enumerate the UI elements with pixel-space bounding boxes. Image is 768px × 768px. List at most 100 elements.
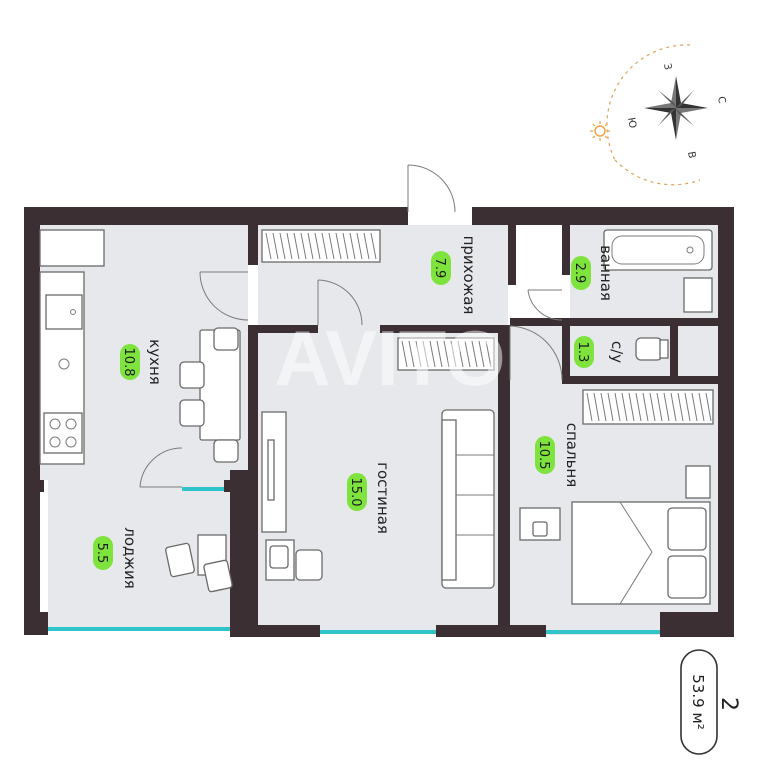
- room-name: гостиная: [374, 462, 392, 534]
- wall-wc-right: [670, 326, 678, 376]
- armchair: [295, 549, 323, 581]
- wall-left: [24, 207, 40, 635]
- bedroom-furniture: [519, 465, 711, 605]
- room-area: 7.9: [432, 258, 447, 279]
- loggia-window: [48, 627, 230, 631]
- room-name: ванная: [597, 245, 615, 301]
- wall-kitchen-living: [248, 325, 258, 475]
- compass-east: В: [685, 151, 697, 160]
- sofa-back: [441, 419, 457, 581]
- bedroom-label: спальня: [563, 423, 581, 488]
- bedroom-door: [509, 325, 563, 381]
- bath-fixtures: [603, 229, 713, 361]
- chair: [179, 361, 205, 389]
- kitchen-furniture: [39, 229, 241, 465]
- kitchen-area-badge: 10.8: [120, 344, 140, 380]
- compass-west: З: [661, 63, 673, 71]
- nightstand: [685, 465, 711, 499]
- room-name: кухня: [146, 339, 164, 385]
- compass: З С Ю В: [590, 44, 727, 186]
- armchair: [165, 542, 195, 578]
- wall-bottom-2: [436, 625, 546, 637]
- wall-bath-left: [562, 225, 570, 275]
- hallway-label: прихожая: [460, 236, 478, 315]
- living-door: [317, 279, 363, 326]
- living-wardrobe-hatch: [401, 340, 492, 368]
- fridge: [39, 229, 105, 267]
- wall-wc-bottom: [562, 376, 718, 384]
- loggia-label: лоджия: [121, 527, 139, 588]
- bedroom-wardrobe-hatch: [586, 392, 712, 422]
- hallway-area-badge: 7.9: [431, 251, 451, 285]
- washbasin: [683, 277, 713, 313]
- room-area: 2.9: [572, 263, 587, 284]
- loggia-door-glass: [182, 487, 224, 491]
- sun-path-lower: [614, 159, 701, 186]
- pillow: [667, 555, 707, 599]
- room-area: 10.8: [121, 348, 136, 377]
- burner-icon: [49, 418, 61, 430]
- chair: [213, 327, 239, 351]
- wc-area-badge: 1.3: [574, 336, 594, 368]
- room-name: лоджия: [121, 527, 139, 588]
- chair: [179, 399, 205, 427]
- wardrobes: [261, 229, 714, 425]
- bathroom-label: ванная: [597, 245, 615, 301]
- living-furniture: [261, 409, 495, 589]
- wall-loggia-top-right: [224, 480, 238, 492]
- kitchen-label: кухня: [146, 339, 164, 385]
- tap-icon: [58, 358, 70, 370]
- wall-loggia-top: [24, 480, 44, 492]
- chair: [532, 521, 548, 537]
- armchair: [203, 559, 233, 593]
- wall-kitchen-hall-upper: [248, 225, 258, 265]
- room-area: 1.3: [575, 342, 590, 363]
- bedroom-area-badge: 10.5: [535, 436, 555, 474]
- sink-drain-icon: [70, 309, 76, 315]
- wall-kitchen-loggia-pillar: [230, 470, 258, 635]
- bathtub-inner: [611, 235, 705, 265]
- stove: [43, 412, 83, 454]
- wall-hall-right: [508, 225, 516, 285]
- room-name: прихожая: [460, 236, 478, 315]
- wall-bath-bottom: [510, 318, 720, 326]
- room-labels: кухня 10.8 прихожая 7.9 ванная 2.9 с/у 1…: [93, 236, 626, 589]
- wall-wc-left: [562, 326, 570, 384]
- sofa-cushions: [456, 454, 494, 536]
- living-window: [320, 630, 436, 634]
- wall-bottom-left: [24, 612, 48, 635]
- area-badge-outline: [680, 649, 718, 755]
- loggia-furniture: [165, 534, 233, 593]
- compass-south: Ю: [625, 117, 638, 130]
- doors: [139, 164, 563, 488]
- wall-top-right: [472, 207, 734, 225]
- desk-chair: [269, 545, 289, 569]
- apartment-badge: 53.9 м² 2: [680, 649, 741, 755]
- wall-right: [718, 207, 734, 637]
- rooms-count: 2: [716, 697, 741, 711]
- hall-wardrobe-hatch: [265, 232, 377, 260]
- loggia-area-badge: 5.5: [93, 536, 113, 570]
- sun-path: [606, 44, 691, 161]
- chair: [213, 439, 239, 463]
- pillow: [667, 507, 707, 551]
- room-area: 5.5: [94, 543, 109, 564]
- room-name: спальня: [563, 423, 581, 488]
- wall-living-bedroom: [498, 333, 510, 633]
- loggia-door: [139, 447, 183, 488]
- bath-drain-icon: [686, 246, 694, 254]
- compass-north: С: [715, 96, 727, 105]
- kitchen-door: [199, 271, 249, 321]
- walls: [24, 207, 734, 637]
- blanket-fold: [619, 501, 653, 605]
- bath-door: [527, 289, 563, 321]
- entrance-door: [407, 164, 456, 213]
- room-area: 10.5: [536, 441, 551, 470]
- bathroom-area-badge: 2.9: [571, 256, 591, 290]
- toilet: [635, 337, 663, 361]
- toilet-tank: [659, 339, 669, 359]
- wall-hall-living-1: [258, 325, 318, 333]
- wall-hall-living-2: [380, 325, 510, 333]
- bedroom-window: [546, 630, 660, 634]
